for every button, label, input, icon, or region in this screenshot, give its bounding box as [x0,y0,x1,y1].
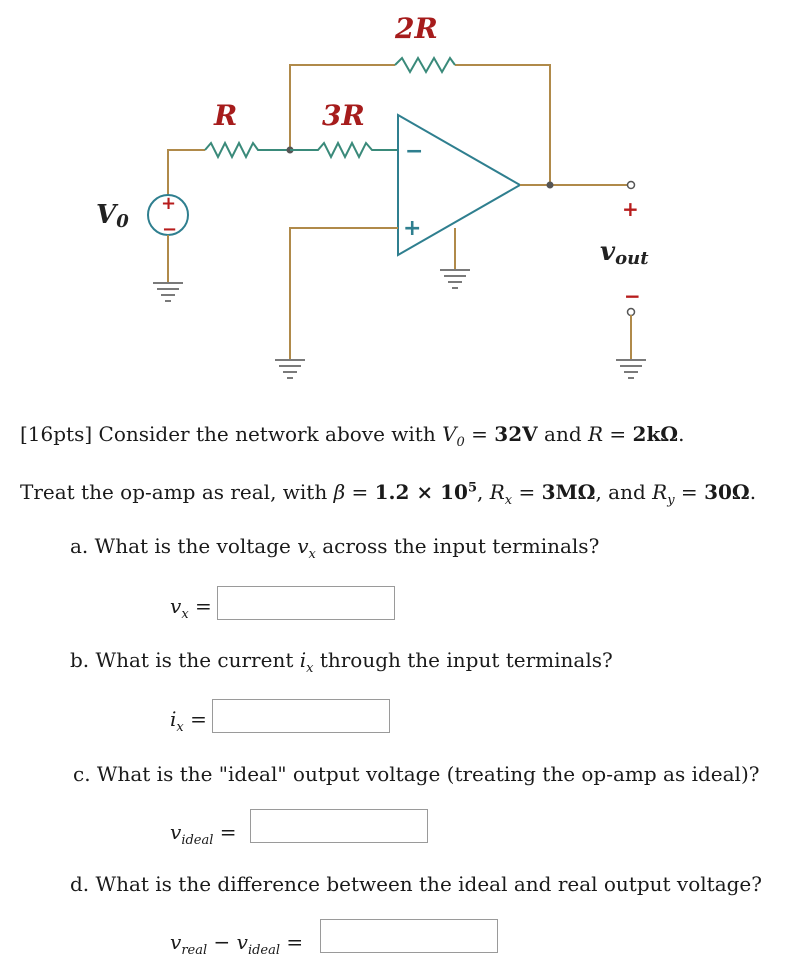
answer-a-input[interactable] [217,586,395,620]
v0-var: V [442,422,457,446]
answer-d-input[interactable] [320,919,498,953]
question-b-var-sub: x [306,661,314,676]
output-terminal-bottom [626,307,636,317]
question-a-suffix: across the input terminals? [315,534,600,558]
ry-value: 30Ω [704,480,750,504]
label-r: R [213,99,237,132]
label-2r: 2R [394,12,438,45]
junction-dot-2 [546,181,554,189]
line2-eq3: = [674,480,705,504]
line1-prefix: [16pts] Consider the network above with [20,422,443,446]
line2-eq1: = [345,480,375,504]
input-wire [167,149,205,195]
noninverting-wire [289,227,398,360]
answer-b-input[interactable] [212,699,390,733]
answer-b-label: ix = [170,707,207,735]
answer-a-label: vx = [170,594,212,622]
label-3r: 3R [322,99,365,132]
line2-and: , and [595,480,653,504]
question-a: a. What is the voltage vx across the inp… [70,534,599,562]
question-a-var: v [297,534,309,558]
source-ground [153,282,183,302]
question-b-prefix: b. What is the current [70,648,300,672]
beta-var: β [333,480,346,504]
question-b-suffix: through the input terminals? [313,648,613,672]
opamp-minus-label: − [405,139,423,164]
ry-sub: y [667,493,675,508]
output-ground [616,359,646,379]
question-a-var-sub: x [308,547,316,562]
opamp-triangle [397,113,523,257]
line2-eq2: = [512,480,542,504]
opamp-ground [440,269,470,289]
noninverting-ground [275,359,305,379]
resistor-r [204,140,290,160]
v0-sub: 0 [456,435,465,450]
resistor-3r [290,140,398,160]
vout-label: vout [600,237,649,269]
line1-end: . [678,422,685,446]
source-minus: − [162,219,177,240]
question-c: c. What is the "ideal" output voltage (t… [73,762,760,786]
v0-value: 32V [494,422,538,446]
answer-c-label: videal = [170,820,237,848]
answer-d-label: vreal − videal = [170,930,304,958]
rx-sub: x [504,493,513,508]
rx-var: R [489,480,505,504]
rx-value: 3MΩ [541,480,596,504]
ry-var: R [652,480,668,504]
line2-prefix: Treat the op-amp as real, with [20,480,334,504]
r-value: 2kΩ [632,422,679,446]
question-d: d. What is the difference between the id… [70,872,762,896]
r-var: R [587,422,604,446]
output-terminal-top [626,180,636,190]
beta-value: 1.2 × 10 [374,480,468,504]
question-a-prefix: a. What is the voltage [70,534,298,558]
line1-eq1: = [464,422,495,446]
line1-mid: and [537,422,588,446]
vout-plus: + [622,197,639,221]
feedback-wire [289,64,551,185]
circuit-diagram: − + + − vout + − V0 2R R 3R [96,12,649,379]
line2-end: . [749,480,757,504]
line2-comma: , [477,480,490,504]
beta-exponent: 5 [467,480,477,496]
problem-line-1: [16pts] Consider the network above with … [20,422,684,450]
resistor-2r [394,55,456,75]
line1-eq2: = [603,422,633,446]
v0-label: V0 [96,200,129,232]
problem-line-2: Treat the op-amp as real, with β = 1.2 ×… [20,480,756,508]
vout-minus: − [624,284,641,308]
source-plus: + [161,193,176,214]
answer-c-input[interactable] [250,809,428,843]
opamp-plus-label: + [403,216,421,241]
question-b-var: i [299,648,307,672]
question-b: b. What is the current ix through the in… [70,648,613,676]
